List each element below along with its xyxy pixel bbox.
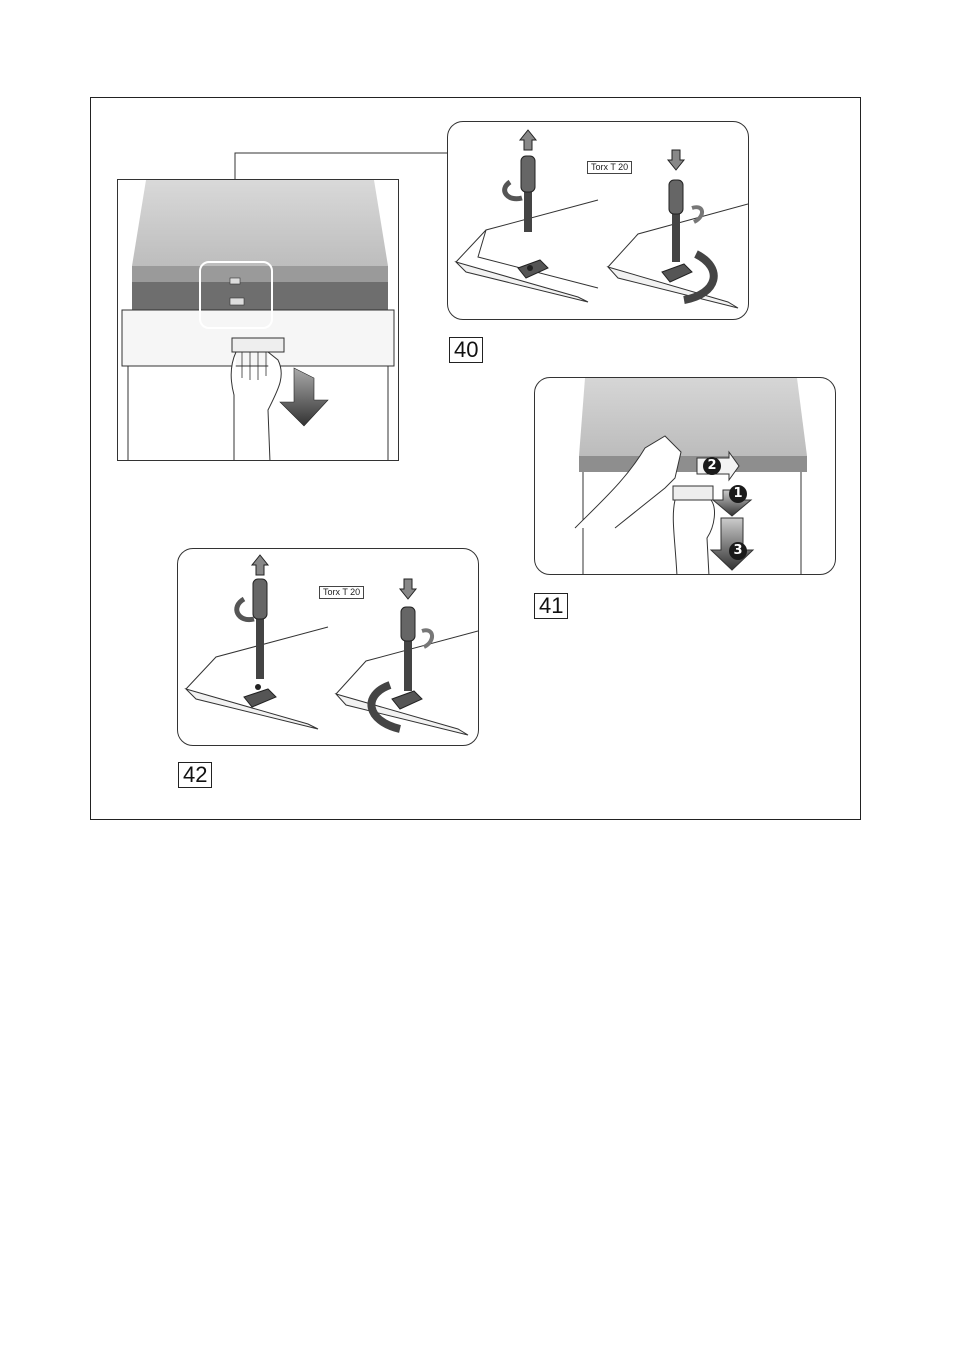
figure-number-41: 41	[534, 593, 568, 619]
main-illustration	[117, 179, 399, 461]
rotate-arrow-icon	[692, 207, 702, 222]
figure-number-40: 40	[449, 337, 483, 363]
hinge-screw-drawing	[178, 549, 479, 746]
step-badge-1: 1	[729, 485, 747, 503]
hinge-screw-drawing	[448, 122, 749, 320]
figure-41-panel: 2 1 3	[534, 377, 836, 575]
step-badge-2: 2	[703, 457, 721, 475]
torx-label: Torx T 20	[587, 161, 632, 174]
figure-42-panel: Torx T 20	[177, 548, 479, 746]
rotate-arrow-icon	[237, 599, 254, 620]
rotate-arrow-icon	[505, 182, 522, 199]
down-arrow-icon	[400, 579, 416, 599]
step-badge-3: 3	[729, 542, 747, 560]
up-arrow-icon	[252, 555, 268, 575]
up-arrow-icon	[520, 130, 536, 150]
door-release-drawing	[535, 378, 836, 575]
dishwasher-door-drawing	[118, 180, 399, 461]
torx-label: Torx T 20	[319, 586, 364, 599]
figure-40-panel: Torx T 20	[447, 121, 749, 320]
down-arrow-icon	[280, 368, 328, 426]
rotate-arrow-icon	[422, 630, 432, 647]
figure-number-42: 42	[178, 762, 212, 788]
down-arrow-icon	[668, 150, 684, 170]
